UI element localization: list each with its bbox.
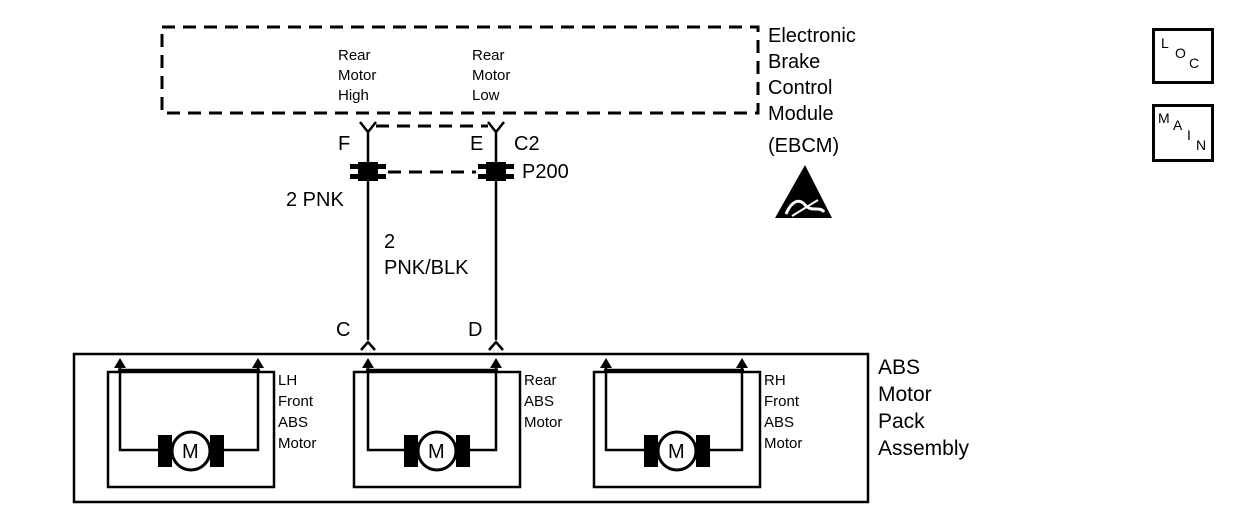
ebcm-pin-low-label-1: Rear xyxy=(472,47,505,64)
motor-rear-label-3: Motor xyxy=(524,414,562,431)
motor-lh-front-label-3: ABS xyxy=(278,414,308,431)
ebcm-name-line-2: Brake xyxy=(768,51,820,73)
motor-pack-name-line-4: Assembly xyxy=(878,437,970,460)
loc-icon-button[interactable]: L O C xyxy=(1152,28,1214,84)
ebcm-pin-high-label-3: High xyxy=(338,87,369,104)
ebcm-pin-low-label-3: Low xyxy=(472,87,500,104)
main-icon-char-a: A xyxy=(1173,117,1183,133)
ebcm-pin-low-label-2: Motor xyxy=(472,67,510,84)
connector-pin-d xyxy=(488,340,504,351)
motor-rh-front xyxy=(592,358,762,489)
motor-rh-front-symbol: M xyxy=(668,441,685,463)
motor-rh-front-label-1: RH xyxy=(764,372,786,389)
main-icon-char-m: M xyxy=(1158,110,1170,126)
motor-rh-front-label-3: ABS xyxy=(764,414,794,431)
ebcm-name-line-5: (EBCM) xyxy=(768,135,839,157)
motor-pack-name-line-3: Pack xyxy=(878,410,925,433)
motor-lh-front-label-4: Motor xyxy=(278,435,316,452)
inline-connector-p200-right xyxy=(478,162,514,181)
main-icon-button[interactable]: M A I N xyxy=(1152,104,1214,162)
esd-warning-icon xyxy=(775,165,832,218)
connector-pin-f xyxy=(359,121,377,135)
motor-pack-outline xyxy=(72,352,870,504)
ebcm-pin-high-label-2: Motor xyxy=(338,67,376,84)
connector-pin-c xyxy=(360,340,376,351)
splice-p200-label: P200 xyxy=(522,161,569,183)
motor-lh-front-label-2: Front xyxy=(278,393,314,410)
loc-icon-char-l: L xyxy=(1161,35,1169,51)
ebcm-module-outline xyxy=(160,25,760,115)
main-icon-char-i: I xyxy=(1187,127,1191,143)
wire-right-gauge-label: 2 xyxy=(384,231,395,253)
pin-f-label: F xyxy=(338,133,350,155)
ebcm-name-line-1: Electronic xyxy=(768,25,856,47)
inline-connector-p200-left xyxy=(350,162,386,181)
connector-c2-label: C2 xyxy=(514,133,540,155)
wire-left-label: 2 PNK xyxy=(286,189,344,211)
motor-lh-front-symbol: M xyxy=(182,441,199,463)
motor-rear-label-2: ABS xyxy=(524,393,554,410)
motor-rh-front-label-4: Motor xyxy=(764,435,802,452)
loc-icon-char-o: O xyxy=(1175,45,1186,61)
ebcm-name-line-4: Module xyxy=(768,103,834,125)
ebcm-name-line-3: Control xyxy=(768,77,832,99)
pin-c-label: C xyxy=(336,319,350,341)
motor-pack-name-line-2: Motor xyxy=(878,383,932,406)
motor-pack-name-line-1: ABS xyxy=(878,356,920,379)
pin-d-label: D xyxy=(468,319,482,341)
connector-pin-e xyxy=(487,121,505,135)
motor-rear-symbol: M xyxy=(428,441,445,463)
loc-icon-char-c: C xyxy=(1189,55,1200,71)
pin-e-label: E xyxy=(470,133,483,155)
motor-lh-front xyxy=(106,358,276,489)
motor-rh-front-label-2: Front xyxy=(764,393,800,410)
motor-lh-front-label-1: LH xyxy=(278,372,297,389)
motor-rear-label-1: Rear xyxy=(524,372,557,389)
motor-rear xyxy=(352,358,522,489)
ebcm-pin-high-label-1: Rear xyxy=(338,47,371,64)
main-icon-char-n: N xyxy=(1196,137,1207,153)
wire-right-color-label: PNK/BLK xyxy=(384,257,469,279)
